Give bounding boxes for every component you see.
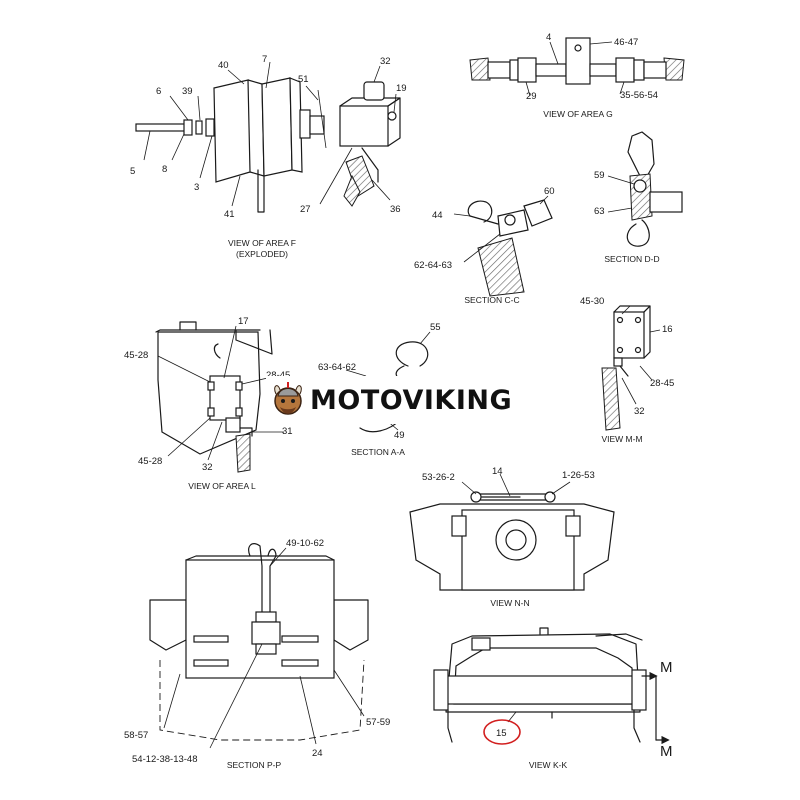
view-area-l: 17 45-28 28-45 31 45-28 32 VIEW OF AREA … — [124, 316, 293, 491]
caption-view-area-g: VIEW OF AREA G — [543, 109, 612, 119]
highlight-ring-part-15 — [483, 719, 521, 745]
callout-41: 41 — [224, 209, 235, 220]
callout-28-45-area-l: 28-45 — [266, 370, 290, 381]
callout-51: 51 — [298, 74, 309, 85]
watermark-text: MOTOVIKING — [310, 384, 513, 416]
view-k-k: 15 M M VIEW K-K — [433, 627, 673, 770]
callout-45-28-bottom: 45-28 — [138, 456, 162, 467]
hose-fitting-36 — [343, 147, 379, 207]
caption-view-n-n: VIEW N-N — [490, 598, 529, 608]
caption-section-a-a: SECTION A-A — [351, 447, 405, 457]
callout-4: 4 — [546, 32, 551, 43]
section-d-d: 59 63 SECTION D-D — [594, 131, 683, 264]
caption-section-p-p: SECTION P-P — [227, 760, 282, 770]
callout-36: 36 — [390, 204, 401, 215]
view-area-f: 7 40 6 39 5 8 3 41 51 32 19 27 36 VIEW O… — [130, 54, 407, 259]
valve-block — [339, 81, 401, 147]
callout-62-64-63: 62-64-63 — [414, 260, 452, 271]
callout-57-59: 57-59 — [366, 717, 390, 728]
callout-29: 29 — [526, 91, 537, 102]
bracket-plate — [213, 79, 265, 213]
callout-35-56-54: 35-56-54 — [620, 90, 658, 101]
caption-view-m-m: VIEW M-M — [601, 434, 642, 444]
callout-40: 40 — [218, 60, 229, 71]
callout-63-dd: 63 — [594, 206, 605, 217]
section-mark-m-bottom: M — [660, 743, 673, 760]
view-m-m: 45-30 16 28-45 32 VIEW M-M — [580, 296, 674, 444]
callout-60: 60 — [544, 186, 555, 197]
callout-6: 6 — [156, 86, 161, 97]
callout-59: 59 — [594, 170, 605, 181]
callout-28-45-view-m: 28-45 — [650, 378, 674, 389]
callout-15-highlighted: 15 — [496, 728, 507, 739]
caption-section-c-c: SECTION C-C — [464, 295, 519, 305]
callout-32-area-l: 32 — [202, 462, 213, 473]
caption-view-area-l: VIEW OF AREA L — [188, 481, 256, 491]
callout-17: 17 — [238, 316, 249, 327]
callout-32-area-f: 32 — [380, 56, 391, 67]
gasket-51 — [317, 89, 327, 149]
callout-8: 8 — [162, 164, 167, 175]
motoviking-watermark: MOTOVIKING — [266, 376, 534, 424]
callout-63-64-62: 63-64-62 — [318, 362, 356, 373]
callout-49: 49 — [394, 430, 405, 441]
callout-31: 31 — [282, 426, 293, 437]
view-n-n: 53-26-2 14 1-26-53 VIEW N-N — [409, 466, 615, 608]
viking-mascot-icon — [274, 382, 302, 415]
callout-39: 39 — [182, 86, 193, 97]
callout-16: 16 — [662, 324, 673, 335]
callout-32-view-m: 32 — [634, 406, 645, 417]
callout-44: 44 — [432, 210, 443, 221]
callout-3: 3 — [194, 182, 199, 193]
callout-54-12-38-13-48: 54-12-38-13-48 — [132, 754, 198, 765]
callout-49-10-62: 49-10-62 — [286, 538, 324, 549]
callout-27: 27 — [300, 204, 311, 215]
callout-19: 19 — [396, 83, 407, 94]
callout-7: 7 — [262, 54, 267, 65]
callout-46-47: 46-47 — [614, 37, 638, 48]
callout-5: 5 — [130, 166, 135, 177]
caption-exploded: (EXPLODED) — [236, 249, 288, 259]
section-p-p: 49-10-62 58-57 54-12-38-13-48 24 57-59 S… — [124, 538, 390, 770]
callout-45-28-top: 45-28 — [124, 350, 148, 361]
callout-45-30: 45-30 — [580, 296, 604, 307]
section-c-c: 44 60 62-64-63 SECTION C-C — [414, 186, 555, 305]
section-mark-m-top: M — [660, 659, 673, 676]
callout-53-26-2: 53-26-2 — [422, 472, 455, 483]
caption-section-d-d: SECTION D-D — [604, 254, 659, 264]
bolt-shaft — [135, 118, 215, 137]
callout-1-26-53: 1-26-53 — [562, 470, 595, 481]
view-area-g: 4 46-47 29 35-56-54 VIEW OF AREA G — [469, 32, 685, 119]
callout-14: 14 — [492, 466, 503, 477]
pump-housing — [261, 77, 325, 177]
callout-58-57: 58-57 — [124, 730, 148, 741]
view-area-f-leaders — [143, 61, 397, 207]
callout-55: 55 — [430, 322, 441, 333]
callout-24: 24 — [312, 748, 323, 759]
caption-view-k-k: VIEW K-K — [529, 760, 568, 770]
caption-view-area-f: VIEW OF AREA F — [228, 238, 296, 248]
